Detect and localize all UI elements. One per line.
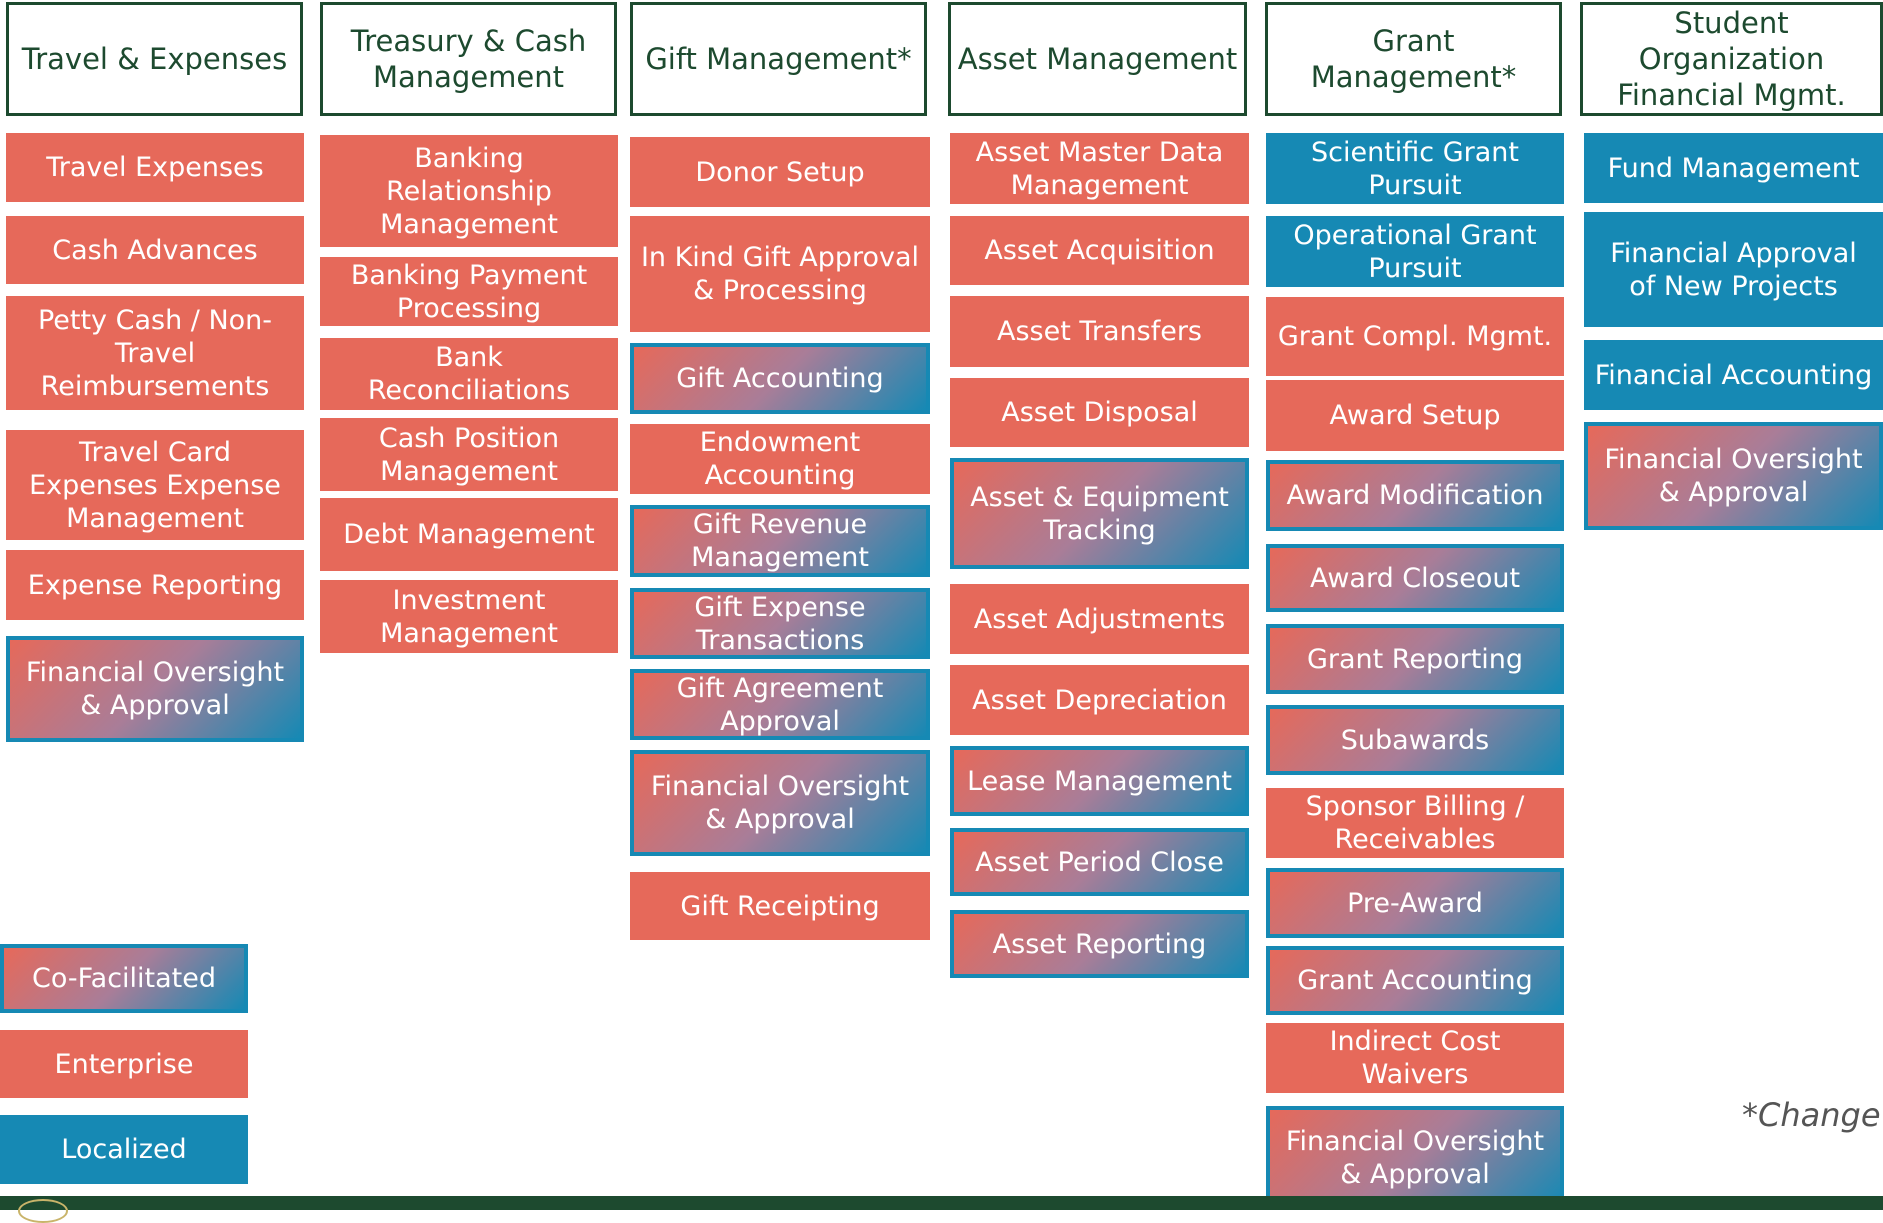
process-box-asset-period-close: Asset Period Close: [950, 828, 1249, 896]
process-box-banking-relationship-management: Banking Relationship Management: [320, 135, 618, 247]
process-box-award-closeout: Award Closeout: [1266, 544, 1564, 612]
process-box-subawards: Subawards: [1266, 705, 1564, 775]
process-box-asset-transfers: Asset Transfers: [950, 296, 1249, 367]
process-box-asset-master-data-management: Asset Master Data Management: [950, 133, 1249, 204]
process-box-cash-advances: Cash Advances: [6, 216, 304, 284]
process-box-grant-accounting: Grant Accounting: [1266, 946, 1564, 1015]
process-box-indirect-cost-waivers: Indirect Cost Waivers: [1266, 1023, 1564, 1093]
process-box-financial-oversight-approval: Financial Oversight & Approval: [1584, 422, 1883, 530]
process-box-gift-revenue-management: Gift Revenue Management: [630, 505, 930, 577]
process-box-gift-accounting: Gift Accounting: [630, 343, 930, 414]
process-box-asset-disposal: Asset Disposal: [950, 378, 1249, 447]
column-header-asset-management: Asset Management: [948, 2, 1247, 116]
process-box-financial-approval-of-new-projects: Financial Approval of New Projects: [1584, 212, 1883, 327]
footnote: *Change: [1742, 1096, 1881, 1134]
footer-bar: [0, 1196, 1883, 1210]
process-box-asset-reporting: Asset Reporting: [950, 910, 1249, 978]
process-box-endowment-accounting: Endowment Accounting: [630, 424, 930, 494]
column-header-travel-expenses: Travel & Expenses: [6, 2, 303, 116]
process-box-investment-management: Investment Management: [320, 580, 618, 653]
process-box-operational-grant-pursuit: Operational Grant Pursuit: [1266, 216, 1564, 287]
process-box-asset-depreciation: Asset Depreciation: [950, 665, 1249, 735]
legend-item-co-facilitated: Co-Facilitated: [0, 944, 248, 1013]
process-box-travel-card-expenses-expense-management: Travel Card Expenses Expense Management: [6, 430, 304, 540]
process-box-pre-award: Pre-Award: [1266, 868, 1564, 938]
process-box-banking-payment-processing: Banking Payment Processing: [320, 257, 618, 326]
legend-item-enterprise: Enterprise: [0, 1030, 248, 1098]
process-box-gift-expense-transactions: Gift Expense Transactions: [630, 588, 930, 659]
process-box-financial-oversight-approval: Financial Oversight & Approval: [6, 636, 304, 742]
process-box-petty-cash-non-travel-reimbursements: Petty Cash / Non-Travel Reimbursements: [6, 296, 304, 410]
process-box-lease-management: Lease Management: [950, 746, 1249, 816]
process-box-financial-oversight-approval: Financial Oversight & Approval: [1266, 1106, 1564, 1210]
process-box-asset-equipment-tracking: Asset & Equipment Tracking: [950, 458, 1249, 569]
process-box-financial-accounting: Financial Accounting: [1584, 340, 1883, 410]
process-box-gift-agreement-approval: Gift Agreement Approval: [630, 669, 930, 740]
process-box-asset-adjustments: Asset Adjustments: [950, 584, 1249, 654]
process-box-debt-management: Debt Management: [320, 498, 618, 571]
process-box-cash-position-management: Cash Position Management: [320, 418, 618, 491]
legend-item-localized: Localized: [0, 1115, 248, 1184]
column-header-treasury-cash-management: Treasury & Cash Management: [320, 2, 617, 116]
process-box-grant-compl-mgmt: Grant Compl. Mgmt.: [1266, 297, 1564, 376]
process-box-award-modification: Award Modification: [1266, 460, 1564, 531]
process-box-financial-oversight-approval: Financial Oversight & Approval: [630, 750, 930, 856]
process-box-grant-reporting: Grant Reporting: [1266, 624, 1564, 694]
column-header-grant-management: Grant Management*: [1265, 2, 1562, 116]
process-box-sponsor-billing-receivables: Sponsor Billing / Receivables: [1266, 788, 1564, 858]
column-header-student-organization-financial-mgmt: Student Organization Financial Mgmt.: [1580, 2, 1883, 116]
process-box-gift-receipting: Gift Receipting: [630, 872, 930, 940]
process-box-scientific-grant-pursuit: Scientific Grant Pursuit: [1266, 133, 1564, 204]
process-box-in-kind-gift-approval-processing: In Kind Gift Approval & Processing: [630, 216, 930, 332]
process-box-fund-management: Fund Management: [1584, 133, 1883, 203]
process-box-award-setup: Award Setup: [1266, 380, 1564, 451]
process-box-bank-reconciliations: Bank Reconciliations: [320, 338, 618, 410]
process-box-travel-expenses: Travel Expenses: [6, 133, 304, 202]
process-box-donor-setup: Donor Setup: [630, 137, 930, 207]
seal-logo: [18, 1199, 68, 1223]
process-box-expense-reporting: Expense Reporting: [6, 550, 304, 620]
column-header-gift-management: Gift Management*: [630, 2, 927, 116]
process-box-asset-acquisition: Asset Acquisition: [950, 216, 1249, 285]
